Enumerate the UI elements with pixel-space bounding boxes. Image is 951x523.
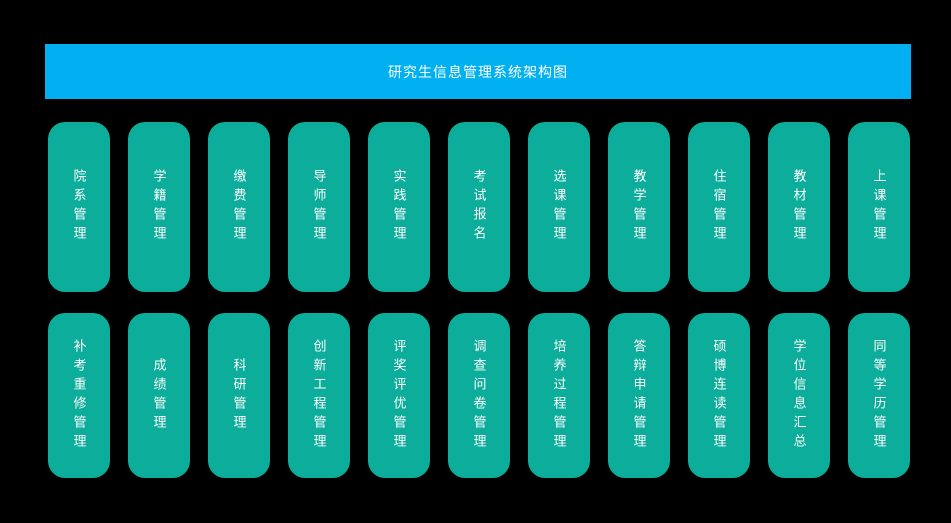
module-label: 导师管理 [311, 169, 327, 245]
module-label: 学位信息汇总 [791, 338, 807, 453]
module-box: 调查问卷管理 [448, 313, 510, 478]
module-box: 答辩申请管理 [608, 313, 670, 478]
module-label: 考试报名 [471, 169, 487, 245]
module-box: 补考重修管理 [48, 313, 110, 478]
module-label: 教学管理 [631, 169, 647, 245]
module-box: 考试报名 [448, 122, 510, 292]
module-label: 同等学历管理 [871, 338, 887, 453]
module-box: 上课管理 [848, 122, 910, 292]
module-box: 教材管理 [768, 122, 830, 292]
module-label: 选课管理 [551, 169, 567, 245]
module-box: 院系管理 [48, 122, 110, 292]
module-label: 院系管理 [71, 169, 87, 245]
module-box: 学位信息汇总 [768, 313, 830, 478]
module-box: 培养过程管理 [528, 313, 590, 478]
module-box: 实践管理 [368, 122, 430, 292]
module-box: 评奖评优管理 [368, 313, 430, 478]
module-box: 创新工程管理 [288, 313, 350, 478]
diagram-title: 研究生信息管理系统架构图 [388, 63, 568, 80]
module-box: 教学管理 [608, 122, 670, 292]
module-label: 上课管理 [871, 169, 887, 245]
module-label: 成绩管理 [151, 357, 167, 434]
module-label: 缴费管理 [231, 169, 247, 245]
diagram-title-bar: 研究生信息管理系统架构图 [45, 44, 911, 99]
modules-row-top: 院系管理 学籍管理 缴费管理 导师管理 实践管理 考试报名 选课管理 教学管理 … [48, 122, 910, 292]
module-label: 创新工程管理 [311, 338, 327, 453]
module-label: 实践管理 [391, 169, 407, 245]
module-box: 选课管理 [528, 122, 590, 292]
module-box: 缴费管理 [208, 122, 270, 292]
module-box: 硕博连读管理 [688, 313, 750, 478]
module-label: 答辩申请管理 [631, 338, 647, 453]
module-box: 成绩管理 [128, 313, 190, 478]
module-label: 补考重修管理 [71, 338, 87, 453]
module-box: 同等学历管理 [848, 313, 910, 478]
module-label: 评奖评优管理 [391, 338, 407, 453]
module-label: 培养过程管理 [551, 338, 567, 453]
module-label: 调查问卷管理 [471, 338, 487, 453]
module-box: 住宿管理 [688, 122, 750, 292]
module-box: 学籍管理 [128, 122, 190, 292]
module-label: 住宿管理 [711, 169, 727, 245]
module-label: 科研管理 [231, 357, 247, 434]
module-box: 导师管理 [288, 122, 350, 292]
modules-row-bottom: 补考重修管理 成绩管理 科研管理 创新工程管理 评奖评优管理 调查问卷管理 培养… [48, 313, 910, 478]
module-label: 硕博连读管理 [711, 338, 727, 453]
module-label: 教材管理 [791, 169, 807, 245]
module-label: 学籍管理 [151, 169, 167, 245]
module-box: 科研管理 [208, 313, 270, 478]
